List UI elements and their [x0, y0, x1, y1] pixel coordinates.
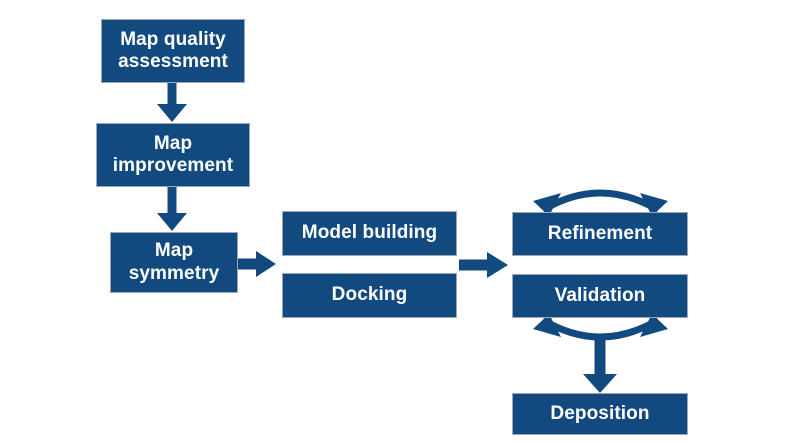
node-label-line1: Map quality [120, 28, 226, 50]
node-map-improvement[interactable]: Map improvement [96, 123, 250, 187]
node-refinement[interactable]: Refinement [512, 212, 688, 256]
node-label-line1: Map [153, 132, 193, 154]
node-model-building[interactable]: Model building [282, 211, 457, 256]
connector-symmetry-to-model-docking [238, 251, 276, 277]
connector-cycle-arc-bottom [533, 314, 668, 341]
connector-cycle-arc-top [533, 189, 668, 216]
node-label: Deposition [550, 402, 650, 424]
node-docking[interactable]: Docking [282, 273, 457, 318]
node-map-symmetry[interactable]: Map symmetry [110, 232, 238, 293]
connector-model-docking-to-refinement [459, 252, 508, 278]
node-label-line1: Map [154, 240, 194, 262]
node-label-line2: symmetry [128, 262, 220, 284]
node-validation[interactable]: Validation [512, 274, 688, 318]
node-deposition[interactable]: Deposition [512, 393, 688, 435]
node-label: Refinement [547, 222, 653, 244]
connector-cycle-to-deposition [583, 340, 617, 393]
node-label: Docking [331, 284, 408, 306]
node-label: Validation [554, 284, 646, 306]
node-label-line2: improvement [112, 155, 234, 176]
node-map-quality-assessment[interactable]: Map quality assessment [101, 19, 245, 83]
node-label: Model building [301, 222, 438, 244]
node-label-line2: assessment [118, 51, 228, 72]
connector-assessment-to-improvement [157, 83, 187, 122]
connector-improvement-to-symmetry [157, 187, 187, 231]
